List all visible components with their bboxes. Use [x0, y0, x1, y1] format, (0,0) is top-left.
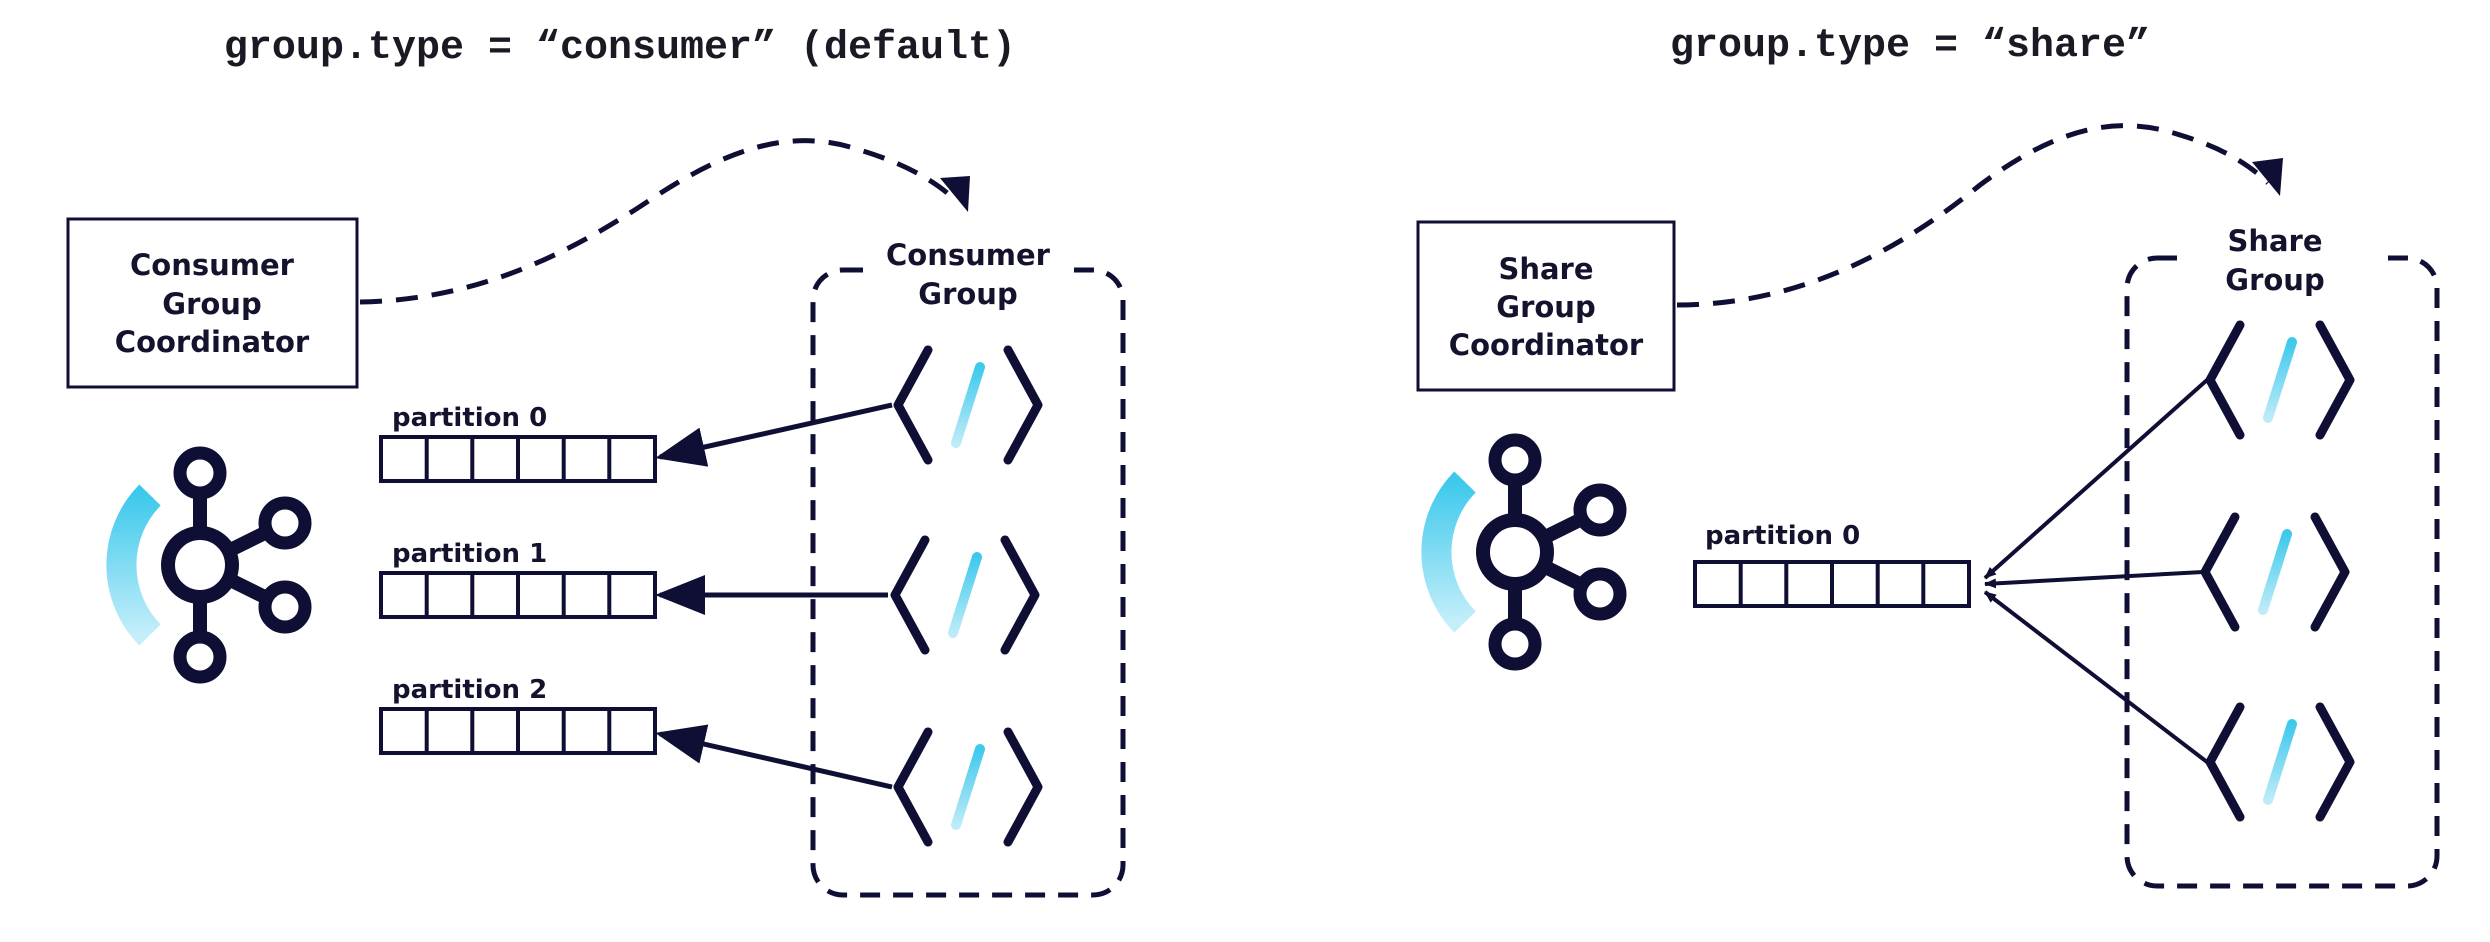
share-consumer-1-code-brackets-icon — [2210, 325, 2350, 435]
share-consumer-1-to-partition-0-arrow — [1983, 378, 2209, 580]
coordinator-line-1: Consumer — [130, 248, 295, 282]
left-panel: group.type = “consumer” (default) Consum… — [66, 26, 1126, 898]
share-consumer-3-code-brackets-icon — [2210, 707, 2350, 817]
coordinator-line-2: Group — [162, 287, 261, 321]
consumer-1-to-partition-0-arrow — [655, 402, 893, 467]
partition-0-log — [379, 435, 657, 483]
share-consumer-2-to-partition-0-arrow — [1984, 570, 2204, 589]
partition-2-log — [379, 707, 657, 755]
share-group-container — [2124, 255, 2440, 889]
share-partition-0-label: partition 0 — [1705, 521, 1860, 551]
coordinator-to-group-dashed-arrow — [359, 138, 957, 305]
partition-1-label: partition 1 — [392, 539, 547, 569]
consumer-group-label-line-1: Consumer — [886, 238, 1051, 272]
left-heading: group.type = “consumer” (default) — [224, 26, 1016, 71]
share-coordinator-line-1: Share — [1498, 252, 1593, 286]
right-heading: group.type = “share” — [1670, 24, 2150, 69]
dashed-arrowhead-icon — [940, 176, 970, 212]
share-group-label-line-1: Share — [2227, 224, 2322, 258]
share-consumer-2-code-brackets-icon — [2205, 517, 2345, 627]
partition-1-log — [379, 571, 657, 619]
partition-2-label: partition 2 — [392, 675, 547, 705]
share-coordinator-to-group-dashed-arrow — [1676, 123, 2270, 308]
coordinator-line-3: Coordinator — [115, 325, 310, 359]
share-coordinator-line-3: Coordinator — [1449, 328, 1644, 362]
share-broker-logo-icon — [1436, 440, 1620, 664]
share-consumer-3-to-partition-0-arrow — [1983, 590, 2209, 764]
share-partition-0-log — [1693, 560, 1971, 608]
share-coordinator-line-2: Group — [1496, 290, 1595, 324]
consumer-1-code-brackets-icon — [898, 350, 1038, 460]
broker-logo-icon — [121, 453, 305, 677]
consumer-group-container — [810, 267, 1126, 898]
share-dashed-arrowhead-icon — [2252, 158, 2283, 196]
consumer-2-code-brackets-icon — [895, 540, 1035, 650]
consumer-group-label-line-2: Group — [918, 277, 1017, 311]
consumer-group-coordinator-box: Consumer Group Coordinator — [66, 217, 359, 389]
partition-0-label: partition 0 — [392, 403, 547, 433]
right-panel: group.type = “share” Share Group Coordin… — [1416, 24, 2440, 889]
share-group-coordinator-box: Share Group Coordinator — [1416, 220, 1676, 392]
share-group-label-line-2: Group — [2225, 263, 2324, 297]
consumer-3-to-partition-2-arrow — [655, 724, 893, 790]
consumer-3-code-brackets-icon — [898, 732, 1038, 842]
